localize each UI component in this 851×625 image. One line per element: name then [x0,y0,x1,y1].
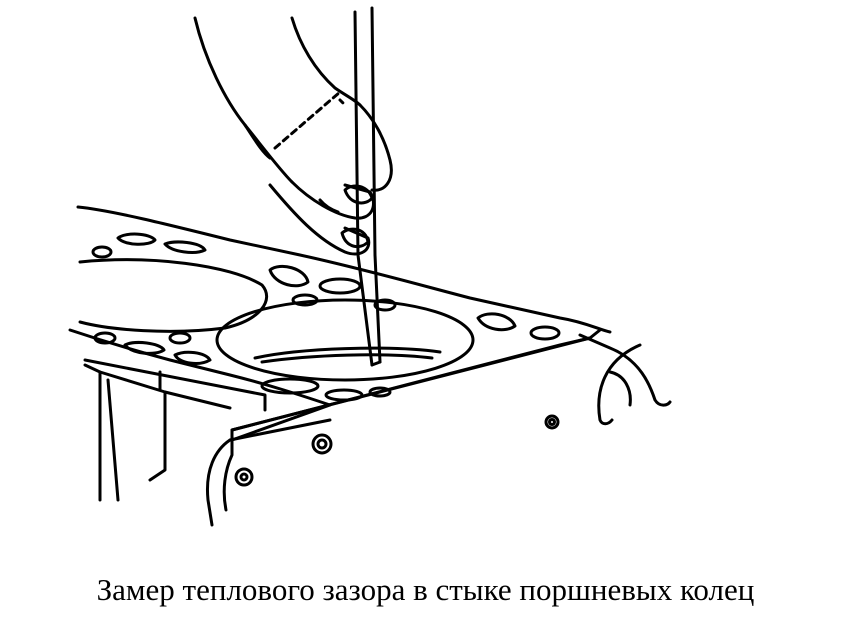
feeler-gauge-illustration [68,6,672,527]
hand-icon [193,16,393,256]
head-gasket-icon [68,205,612,442]
figure-caption: Замер теплового зазора в стыке поршневых… [96,572,755,607]
engine-block-icon [83,333,672,527]
